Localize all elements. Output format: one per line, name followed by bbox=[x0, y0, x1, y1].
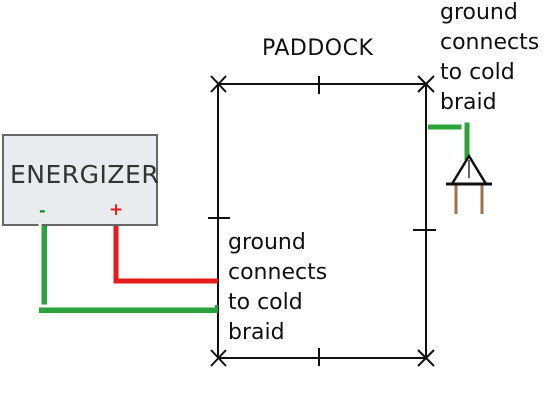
ground-rod-note: ground connects to cold braid bbox=[440, 0, 540, 115]
fence-corner-posts bbox=[210, 75, 435, 367]
ground-rod-wire bbox=[428, 121, 470, 160]
positive-terminal-label: + bbox=[109, 200, 124, 220]
ground-wire bbox=[38, 223, 218, 313]
ground-rod bbox=[446, 153, 492, 214]
paddock-title: PADDOCK bbox=[262, 36, 374, 61]
paddock-ground-note: ground connects to cold braid bbox=[228, 230, 328, 345]
negative-terminal-label: - bbox=[39, 201, 46, 220]
hot-wire bbox=[113, 226, 218, 284]
energizer-label: ENERGIZER bbox=[10, 160, 160, 189]
energizer-box bbox=[2, 134, 158, 226]
fence-line-posts bbox=[208, 76, 436, 366]
